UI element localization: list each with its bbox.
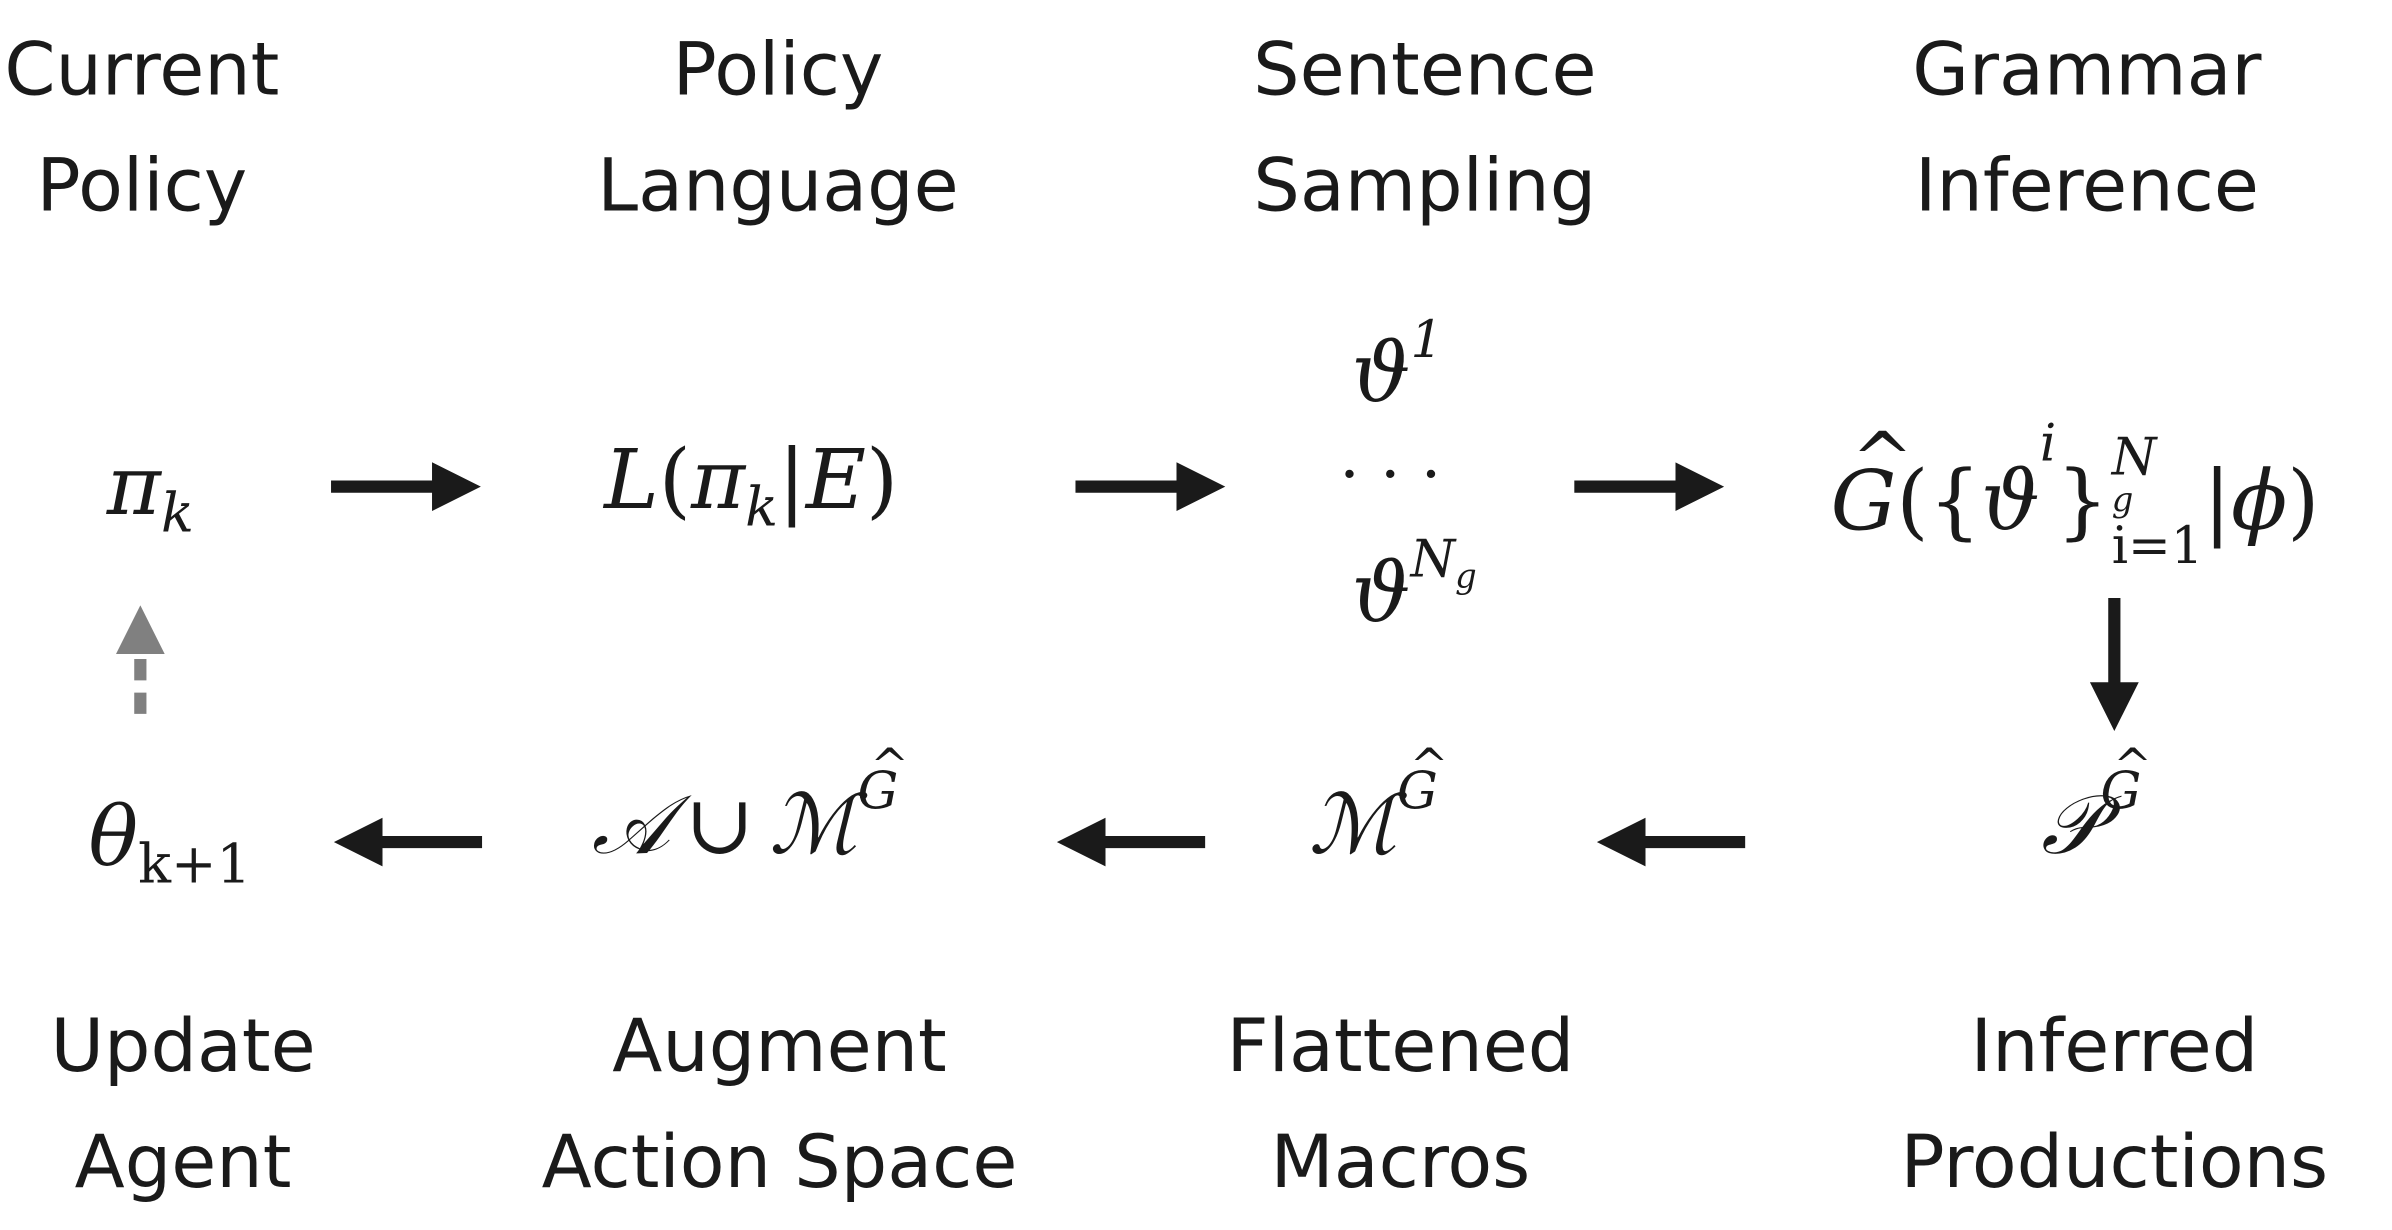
label-inferred-productions: Inferred Productions xyxy=(1900,1003,2329,1206)
node-policy-language: L(πk|E) xyxy=(604,431,899,540)
label-sentence-sampling: Sentence Sampling xyxy=(1253,27,1597,229)
label-current-policy: Current Policy xyxy=(4,27,280,229)
node-current-policy: πk xyxy=(106,437,194,546)
label-update-agent: Update Agent xyxy=(50,1003,316,1206)
label-augment-action-space: Augment Action Space xyxy=(541,1003,1018,1206)
label-flattened-macros: Flattened Macros xyxy=(1226,1003,1575,1206)
node-sample-first: ϑ1 xyxy=(1351,310,1443,422)
node-inferred-productions: 𝒫G xyxy=(2041,744,2151,866)
node-updated-parameters: θk+1 xyxy=(88,788,252,897)
node-augmented-action-space: 𝒜∪ℳG xyxy=(592,744,908,866)
node-sample-dots: · · · xyxy=(1339,436,1442,512)
label-grammar-inference: Grammar Inference xyxy=(1912,27,2262,229)
node-inferred-grammar: G({ϑi}Ngi=1|ϕ) xyxy=(1831,418,2320,579)
node-flattened-macros: ℳG xyxy=(1309,744,1448,866)
label-policy-language: Policy Language xyxy=(597,27,959,229)
node-sample-last: ϑNg xyxy=(1351,529,1477,641)
